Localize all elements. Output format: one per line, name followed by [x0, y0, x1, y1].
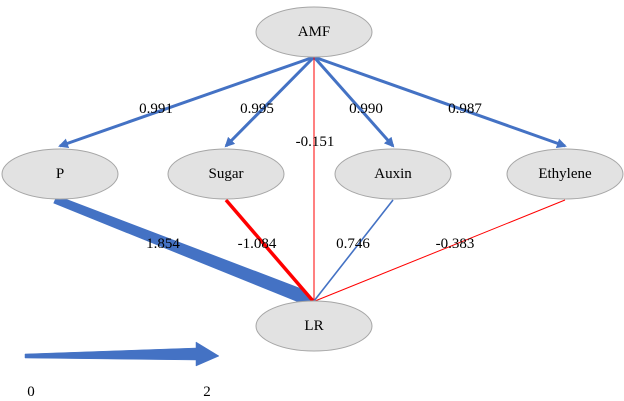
node-lr: LR [255, 300, 373, 352]
node-amf: AMF [255, 6, 373, 58]
node-lr-label: LR [304, 318, 323, 334]
coef-ethylene-lr: -0.383 [436, 236, 475, 252]
edge-amf-ethylene [313, 55, 567, 149]
coef-amf-auxin: 0.990 [349, 101, 383, 117]
edge-sugar-lr [224, 198, 315, 303]
node-ethylene: Ethylene [506, 148, 624, 200]
edge-amf-auxin [312, 56, 395, 148]
legend-max-label: 2 [203, 384, 211, 400]
coef-amf-lr: -0.151 [296, 134, 335, 150]
node-sugar: Sugar [167, 148, 285, 200]
coef-sugar-lr: -1.084 [238, 236, 277, 252]
coef-amf-ethylene: 0.987 [448, 101, 482, 117]
edge-p-lr [53, 195, 318, 303]
node-amf-label: AMF [298, 24, 331, 40]
node-sugar-label: Sugar [209, 166, 244, 182]
edge-amf-sugar [224, 55, 316, 148]
node-p-label: P [56, 166, 64, 182]
node-auxin-label: Auxin [374, 166, 412, 182]
edge-auxin-lr [313, 199, 394, 302]
legend-arrow [24, 341, 220, 367]
coef-p-lr: 1.854 [146, 236, 180, 252]
width-legend: 0 2 [24, 341, 220, 400]
edge-amf-p [58, 55, 315, 149]
node-ethylene-label: Ethylene [538, 166, 592, 182]
coef-amf-p: 0.991 [139, 101, 173, 117]
coef-amf-sugar: 0.995 [240, 101, 274, 117]
node-p: P [1, 148, 119, 200]
edge-ethylene-lr [314, 199, 566, 302]
legend-min-label: 0 [27, 384, 35, 400]
node-auxin: Auxin [334, 148, 452, 200]
coef-auxin-lr: 0.746 [336, 236, 370, 252]
